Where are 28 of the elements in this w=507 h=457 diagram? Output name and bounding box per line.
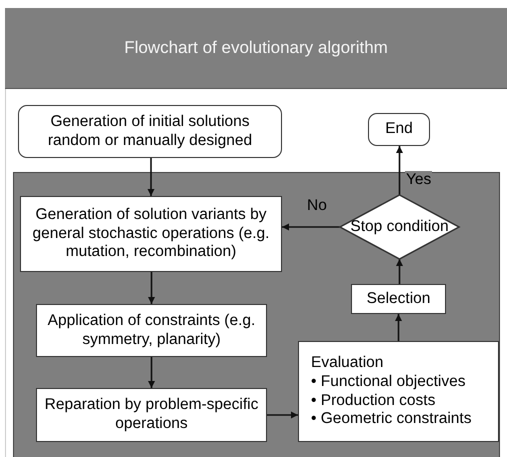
arrow bbox=[148, 272, 155, 304]
node-label: Generation of initial solutions random or manually designed bbox=[46, 112, 254, 150]
arrow bbox=[396, 146, 403, 195]
list-item: • Geometric constraints bbox=[310, 410, 472, 429]
node-label: End bbox=[384, 120, 414, 139]
list-item: • Production costs bbox=[310, 392, 436, 410]
node-label: Selection bbox=[366, 290, 432, 308]
arrow bbox=[148, 357, 155, 388]
node-label: Reparation by problem-specific operations bbox=[44, 396, 260, 434]
decision-diamond bbox=[340, 195, 459, 259]
arrow bbox=[396, 259, 403, 284]
arrow bbox=[148, 158, 154, 196]
process-box bbox=[351, 284, 446, 314]
process-box bbox=[20, 196, 282, 272]
list-item: • Functional objectives bbox=[310, 372, 466, 392]
process-box bbox=[36, 388, 267, 442]
arrow bbox=[282, 224, 340, 230]
start-box bbox=[18, 105, 282, 158]
arrow bbox=[395, 314, 402, 341]
node-label: Stop condition bbox=[350, 218, 449, 236]
process-box bbox=[36, 304, 267, 357]
heading: Evaluation bbox=[310, 354, 384, 373]
process-box bbox=[298, 341, 499, 442]
end-box bbox=[368, 113, 430, 146]
title: Flowchart of evolutionary algorithm bbox=[124, 38, 388, 58]
arrow bbox=[267, 412, 298, 418]
node-label: Generation of solution variants by general stochastic operations (e.g. mutation, recombination) bbox=[32, 206, 270, 262]
node-label: Application of constraints (e.g. symmetry, planarity) bbox=[46, 312, 256, 350]
